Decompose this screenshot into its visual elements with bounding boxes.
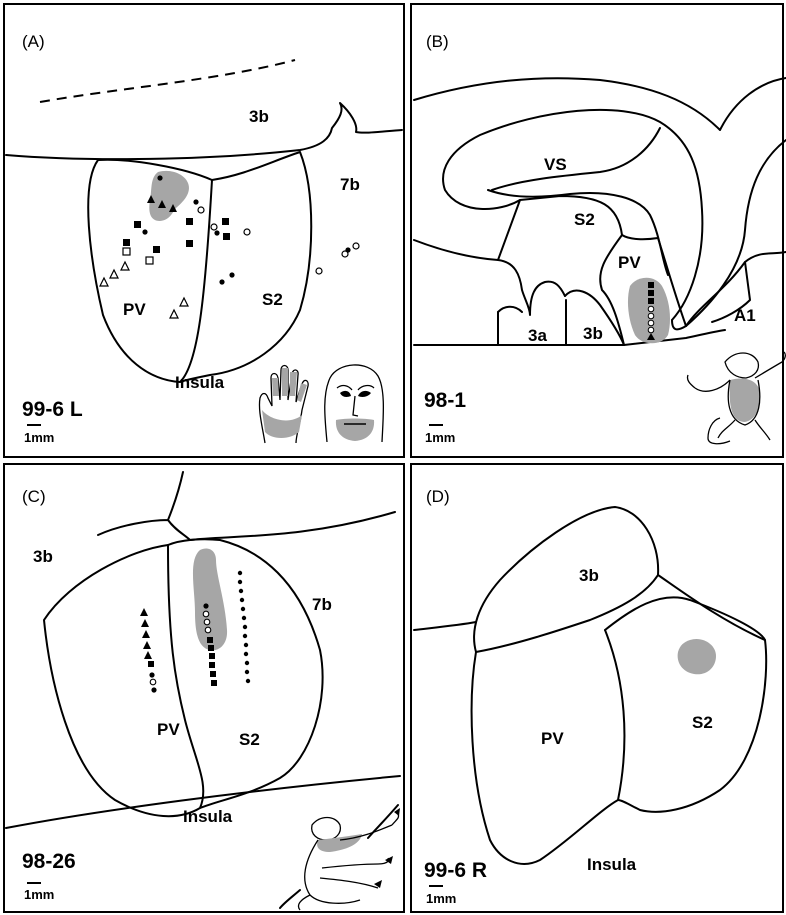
panel-a-3b-border <box>6 103 402 159</box>
panel-b-label-vs: VS <box>544 155 567 174</box>
panel-b-scale-label: 1mm <box>425 430 455 445</box>
panel-c-top-lines <box>98 472 395 540</box>
panel-d-scale-label: 1mm <box>426 891 456 906</box>
panel-c-s2-boundary <box>168 539 323 808</box>
panel-d-label-pv: PV <box>541 729 564 748</box>
panel-b-label-pv: PV <box>618 253 641 272</box>
panel-d-label-3b: 3b <box>579 566 599 585</box>
panel-a-label-7b: 7b <box>340 175 360 194</box>
panel-a-letter: (A) <box>22 32 45 51</box>
panel-b-s2-pv-border <box>622 235 658 239</box>
panel-c-letter: (C) <box>22 487 46 506</box>
panel-b-label-a1: A1 <box>734 306 756 325</box>
panel-a-s2-boundary <box>180 152 311 382</box>
panel-c-fig-line <box>280 805 398 908</box>
panel-b-outer-contour <box>414 78 786 130</box>
panel-c-case-id: 98-26 <box>22 850 76 873</box>
panel-d-letter: (D) <box>426 487 450 506</box>
panel-a-pv-boundary <box>88 160 212 382</box>
panel-c-injection-site <box>193 548 227 650</box>
panel-a-label-pv: PV <box>123 300 146 319</box>
panel-c-scale-label: 1mm <box>24 887 54 902</box>
panel-c-label-insula: Insula <box>183 807 233 826</box>
panel-b-s2-border-left <box>498 200 520 260</box>
panel-c-label-7b: 7b <box>312 595 332 614</box>
panel-a-case-id: 99-6 L <box>22 398 83 421</box>
panel-b-label-s2: S2 <box>574 210 595 229</box>
panel-d-top-left-line <box>414 622 476 630</box>
panel-d-case-id: 99-6 R <box>424 859 487 882</box>
panel-c-label-s2: S2 <box>239 730 260 749</box>
panel-d-3b-boundary <box>474 507 658 652</box>
panel-a-recording-markers <box>100 175 359 318</box>
panel-b-3a-box <box>498 307 522 312</box>
panel-d: (D) 3b PV S2 Insula 99-6 R 1mm <box>411 464 783 912</box>
panel-b-lower-contour <box>672 140 786 329</box>
panel-d-injection-site <box>678 639 716 674</box>
monkey-receptive-field-icon <box>687 352 785 444</box>
panel-c-label-pv: PV <box>157 720 180 739</box>
panel-b-vs-inner <box>492 128 660 190</box>
panel-a-scale-label: 1mm <box>24 430 54 445</box>
panel-a-label-s2: S2 <box>262 290 283 309</box>
panel-a-label-3b: 3b <box>249 107 269 126</box>
panel-b-label-3b: 3b <box>583 324 603 343</box>
panel-a-label-insula: Insula <box>175 373 225 392</box>
panel-a-dashed-sulcus <box>40 60 295 102</box>
panel-b-frame <box>411 4 783 457</box>
panel-b-case-id: 98-1 <box>424 389 466 412</box>
panel-d-frame <box>411 464 783 912</box>
panel-b-letter: (B) <box>426 32 449 51</box>
panel-b-left-bottom <box>414 240 565 315</box>
panel-d-label-s2: S2 <box>692 713 713 732</box>
panel-d-label-insula: Insula <box>587 855 637 874</box>
panel-b-pv-left <box>600 235 624 345</box>
panel-c-pv-boundary <box>44 545 203 816</box>
panel-c-label-3b: 3b <box>33 547 53 566</box>
panel-b-bottom-line <box>414 300 725 345</box>
panel-c: (C) <box>4 464 404 912</box>
panel-a-injection-site <box>149 171 189 221</box>
hand-receptive-field-icon <box>259 366 308 444</box>
face-receptive-field-icon <box>325 365 384 442</box>
panel-b-vs-s2-fold <box>443 110 702 320</box>
panel-a: (A) <box>4 4 404 457</box>
panel-b: (B) VS S2 PV 3a 3b A1 98- <box>411 4 786 457</box>
panel-b-label-3a: 3a <box>528 326 547 345</box>
monkey-receptive-field-icon <box>298 808 400 910</box>
